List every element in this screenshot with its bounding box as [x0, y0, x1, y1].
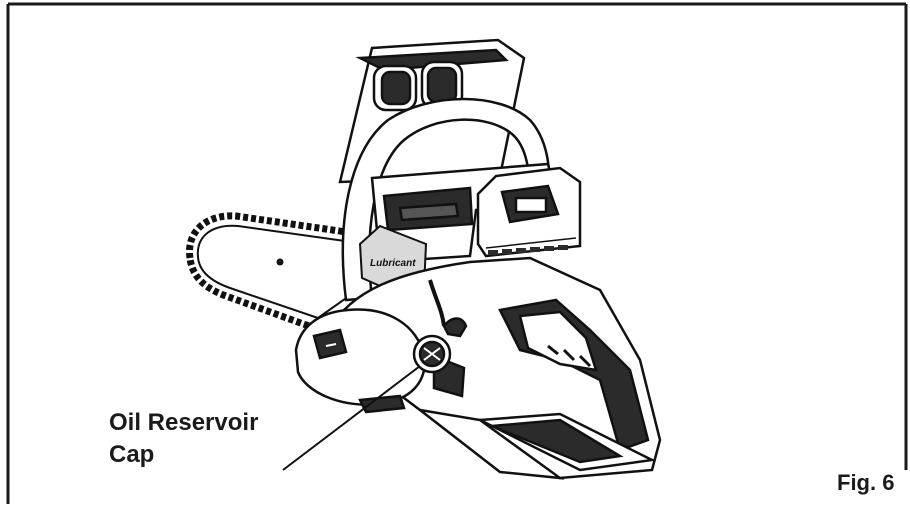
sprocket-cover: [296, 309, 425, 412]
callout-label-line-2: Cap: [109, 441, 154, 469]
callout-label-line-1: Oil Reservoir: [109, 409, 258, 437]
lubricant-sticker-text: Lubricant: [370, 258, 416, 269]
figure-label: Fig. 6: [837, 470, 894, 496]
battery-pack: [478, 168, 580, 256]
